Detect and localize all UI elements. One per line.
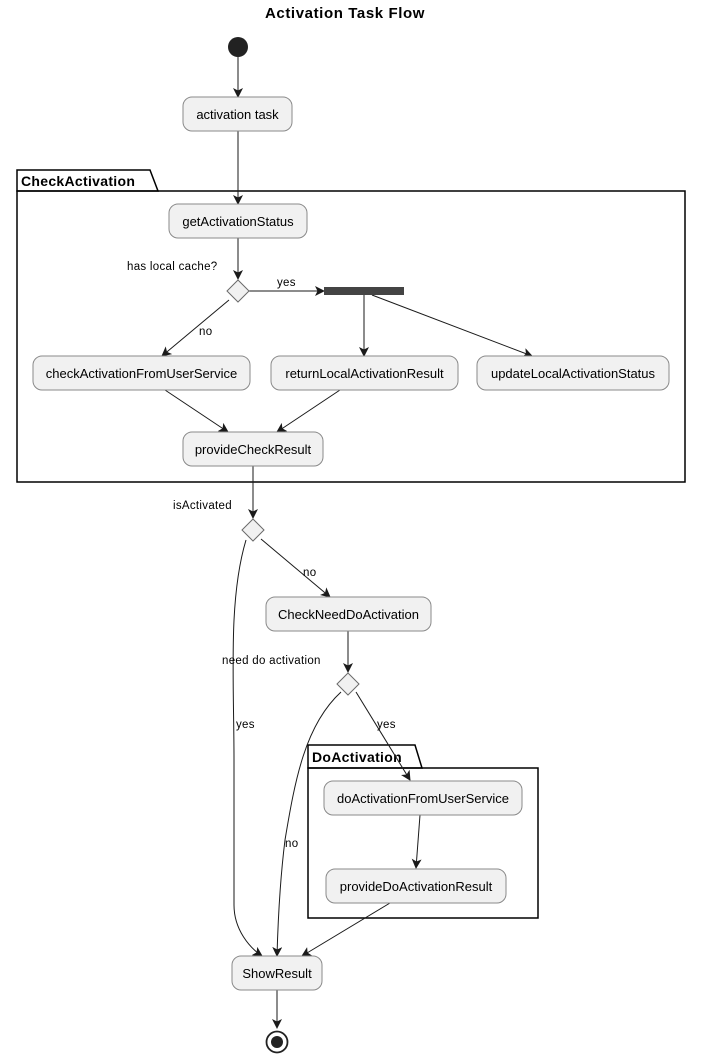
- edge-need-no-to-show-result: [272, 691, 342, 957]
- package-do-activation: DoActivation: [307, 744, 539, 919]
- svg-text:doActivationFromUserService: doActivationFromUserService: [337, 791, 509, 806]
- package-label-do-activation: DoActivation: [312, 749, 402, 765]
- edge-check-user-service-to-provide: [164, 389, 229, 433]
- package-label-check-activation: CheckActivation: [21, 173, 135, 189]
- node-update-local-activation-status: updateLocalActivationStatus: [476, 355, 670, 391]
- edge-activated-yes-to-show-result: [232, 539, 263, 957]
- edge-label-cache-no: no: [199, 326, 212, 338]
- svg-text:CheckNeedDoActivation: CheckNeedDoActivation: [278, 607, 419, 622]
- node-return-local-activation-result: returnLocalActivationResult: [270, 355, 459, 391]
- edge-label-need-yes: yes: [377, 719, 396, 731]
- edge-need-yes-to-do-activation: [355, 691, 411, 781]
- node-provide-do-activation-result: provideDoActivationResult: [325, 868, 507, 904]
- decision-label-is-activated: isActivated: [173, 500, 232, 512]
- svg-text:returnLocalActivationResult: returnLocalActivationResult: [285, 366, 444, 381]
- fork-bar: [324, 287, 404, 295]
- svg-text:ShowResult: ShowResult: [242, 966, 312, 981]
- edges: [161, 57, 533, 1029]
- end-node: [265, 1030, 289, 1054]
- decision-label-need-do-activation: need do activation: [222, 655, 321, 667]
- node-provide-check-result: provideCheckResult: [182, 431, 324, 467]
- edge-fork-to-update-local: [371, 294, 533, 358]
- diagram-title: Activation Task Flow: [265, 5, 425, 22]
- edge-activated-no-to-check-need: [260, 538, 331, 598]
- svg-text:getActivationStatus: getActivationStatus: [182, 214, 294, 229]
- edge-return-local-to-provide: [276, 389, 341, 433]
- svg-text:provideCheckResult: provideCheckResult: [195, 442, 312, 457]
- svg-text:activation task: activation task: [196, 107, 279, 122]
- node-check-need-do-activation: CheckNeedDoActivation: [265, 596, 432, 632]
- edge-label-activated-no: no: [303, 567, 316, 579]
- node-activation-task: activation task: [182, 96, 293, 132]
- edge-label-need-no: no: [285, 838, 298, 850]
- decision-need-do-activation: [336, 672, 360, 696]
- decision-label-has-local-cache: has local cache?: [127, 261, 217, 273]
- edge-provide-do-result-to-show-result: [301, 902, 391, 957]
- edge-cache-no-to-check-user-service: [161, 299, 230, 357]
- node-do-activation-from-user-service: doActivationFromUserService: [323, 780, 523, 816]
- node-get-activation-status: getActivationStatus: [168, 203, 308, 239]
- node-check-activation-from-user-service: checkActivationFromUserService: [32, 355, 251, 391]
- svg-text:provideDoActivationResult: provideDoActivationResult: [340, 879, 493, 894]
- decision-has-local-cache: [226, 279, 250, 303]
- svg-text:updateLocalActivationStatus: updateLocalActivationStatus: [491, 366, 656, 381]
- start-node: [228, 37, 248, 57]
- package-check-activation: CheckActivation: [16, 169, 686, 483]
- decision-is-activated: [241, 518, 265, 542]
- node-show-result: ShowResult: [231, 955, 323, 991]
- edge-label-cache-yes: yes: [277, 277, 296, 289]
- svg-text:checkActivationFromUserService: checkActivationFromUserService: [46, 366, 237, 381]
- edge-label-activated-yes: yes: [236, 719, 255, 731]
- edge-do-activation-to-provide-do-result: [411, 814, 422, 869]
